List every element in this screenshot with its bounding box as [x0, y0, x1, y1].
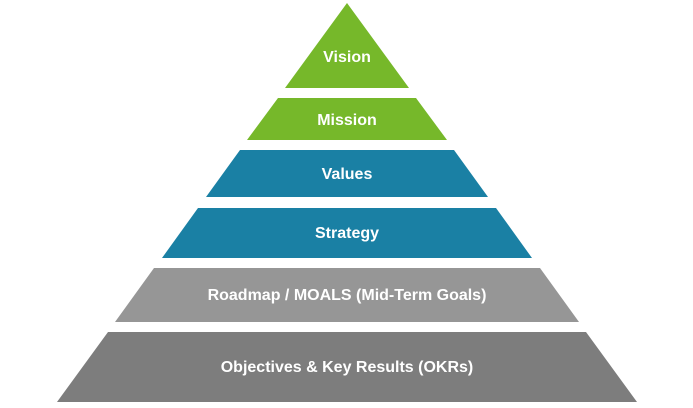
pyramid-layer-values-label: Values: [322, 166, 373, 183]
pyramid-layer-okrs-label: Objectives & Key Results (OKRs): [221, 359, 474, 376]
pyramid-layer-mission-shape: [247, 98, 447, 140]
pyramid-layer-roadmap-label: Roadmap / MOALS (Mid-Term Goals): [208, 287, 487, 304]
pyramid-layer-strategy-label: Strategy: [315, 225, 379, 242]
pyramid-layer-strategy-shape: [162, 208, 532, 258]
pyramid-layer-mission-label: Mission: [317, 112, 377, 129]
pyramid-layer-roadmap-shape: [115, 268, 579, 322]
pyramid-layer-vision-shape: [285, 3, 409, 88]
pyramid-layer-okrs-shape: [57, 332, 637, 402]
pyramid-layer-vision-label: Vision: [323, 49, 371, 66]
pyramid-layer-values-shape: [206, 150, 488, 197]
